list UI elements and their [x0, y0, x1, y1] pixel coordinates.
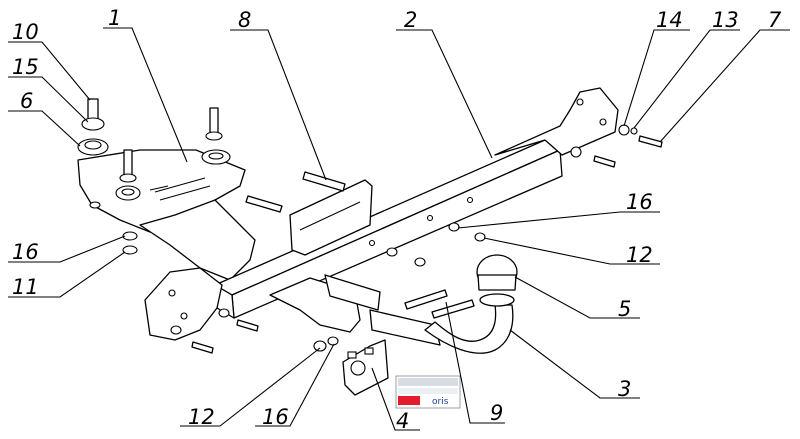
callout-16-right: 16 [626, 190, 653, 214]
callout-11: 11 [12, 275, 39, 299]
lower-frame [269, 274, 381, 333]
callout-15: 15 [12, 55, 39, 79]
brand-logo: oris [395, 375, 461, 409]
brand-logo-text: oris [432, 397, 449, 407]
callout-12-right: 12 [626, 243, 653, 267]
callout-13: 13 [712, 8, 739, 32]
tow-ball [476, 254, 518, 307]
callout-8: 8 [238, 8, 251, 32]
callout-12-bottom: 12 [188, 405, 215, 429]
callout-4: 4 [396, 409, 409, 433]
socket-plate [342, 339, 389, 396]
callout-3: 3 [618, 377, 631, 401]
brand-accent-block [398, 396, 420, 405]
callout-16-left: 16 [12, 240, 39, 264]
leader-lines [8, 27, 790, 431]
callout-16-bottom: 16 [262, 405, 289, 429]
callout-2: 2 [404, 8, 417, 32]
callout-1: 1 [108, 6, 121, 30]
callout-7: 7 [768, 8, 782, 32]
callout-9: 9 [490, 401, 503, 425]
left-bracket [77, 138, 256, 281]
callout-10: 10 [12, 20, 39, 44]
main-crossbar [144, 87, 619, 341]
right-fasteners [570, 124, 663, 168]
callout-5: 5 [618, 297, 631, 321]
loose-bolts [170, 171, 475, 354]
callout-14: 14 [656, 8, 683, 32]
callout-6: 6 [20, 89, 33, 113]
center-plate [289, 179, 373, 256]
callout-numbers: 10 15 6 1 8 2 14 13 7 16 11 16 12 5 3 9 … [12, 6, 782, 433]
